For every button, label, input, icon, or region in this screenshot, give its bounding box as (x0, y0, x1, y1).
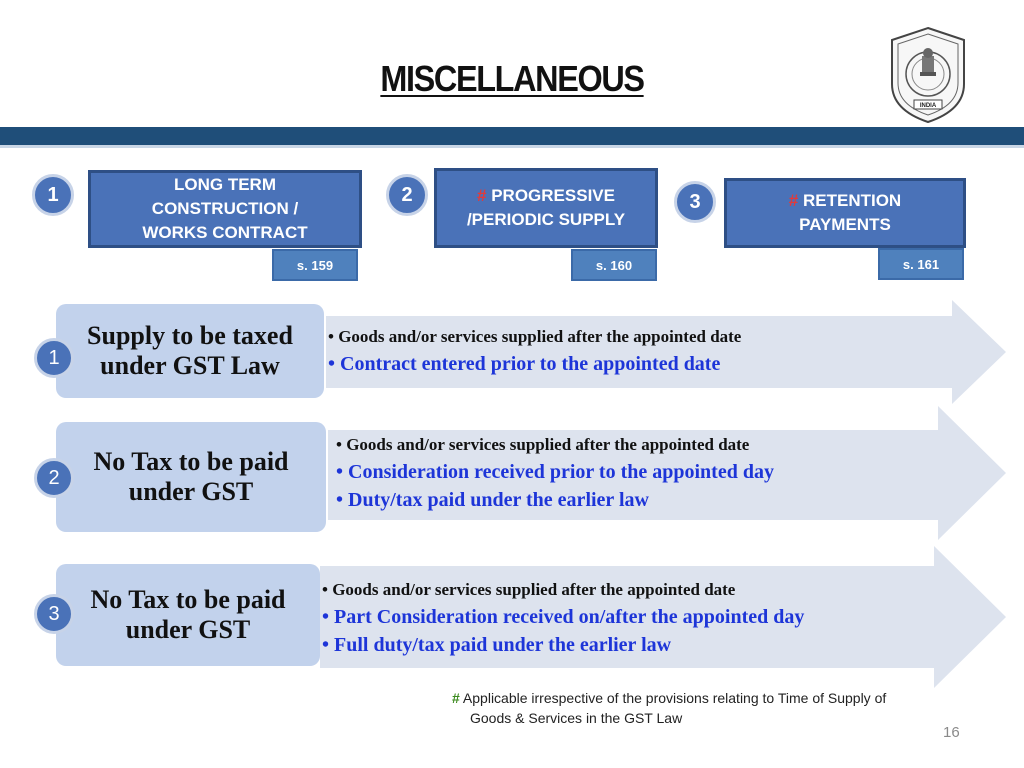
row-1-point-2: • Contract entered prior to the appointe… (328, 353, 721, 375)
category-2-section: s. 160 (571, 249, 657, 281)
row-3-point-1: • Goods and/or services supplied after t… (322, 580, 736, 599)
row-3-point-3: • Full duty/tax paid under the earlier l… (322, 634, 672, 656)
footnote-hash: # (452, 690, 460, 706)
category-3-line2: PAYMENTS (799, 215, 891, 234)
row-3-point-2: • Part Consideration received on/after t… (322, 606, 805, 628)
row-2-arrow: • Goods and/or services supplied after t… (328, 406, 1006, 540)
footnote: # Applicable irrespective of the provisi… (452, 688, 886, 728)
header-banner (0, 127, 1024, 145)
row-3-arrow: • Goods and/or services supplied after t… (320, 546, 1006, 688)
row-1-arrow: • Goods and/or services supplied after t… (326, 300, 1006, 404)
row-3-label: No Tax to be paid under GST (56, 564, 320, 666)
footnote-line2: Goods & Services in the GST Law (470, 710, 683, 726)
row-3-number: 3 (34, 594, 74, 634)
row-2-label: No Tax to be paid under GST (56, 422, 326, 532)
category-1-box: LONG TERM CONSTRUCTION / WORKS CONTRACT (88, 170, 362, 248)
category-2-line2: /PERIODIC SUPPLY (466, 210, 626, 229)
category-1-line3: WORKS CONTRACT (142, 223, 308, 242)
category-2-number: 2 (386, 174, 428, 216)
header-banner-line (0, 145, 1024, 148)
category-2-line1: PROGRESSIVE (491, 186, 615, 205)
category-1-section: s. 159 (272, 249, 358, 281)
emblem-text: INDIA (920, 103, 937, 109)
row-2-point-1: • Goods and/or services supplied after t… (336, 435, 750, 454)
footnote-line1: Applicable irrespective of the provision… (462, 690, 887, 706)
category-3-section: s. 161 (878, 248, 964, 280)
category-1-line2: CONSTRUCTION / (151, 199, 299, 218)
category-3-line1: RETENTION (802, 191, 902, 210)
row-2-point-2: • Consideration received prior to the ap… (336, 461, 774, 483)
row-2-point-3: • Duty/tax paid under the earlier law (336, 489, 649, 511)
category-2-hash: # (477, 186, 487, 205)
row-1-point-1: • Goods and/or services supplied after t… (328, 327, 742, 346)
category-2-box: # PROGRESSIVE /PERIODIC SUPPLY (434, 168, 658, 248)
category-3-hash: # (788, 191, 799, 210)
category-1-line1: LONG TERM (174, 175, 276, 194)
row-2-number: 2 (34, 458, 74, 498)
emblem-logo: INDIA (891, 26, 965, 124)
category-3-box: # RETENTION PAYMENTS (724, 178, 966, 248)
page-title: MISCELLANEOUS (380, 58, 645, 99)
row-1-number: 1 (34, 338, 74, 378)
category-1-number: 1 (32, 174, 74, 216)
category-3-number: 3 (674, 181, 716, 223)
row-1-label: Supply to be taxed under GST Law (56, 304, 324, 398)
page-number: 16 (943, 724, 960, 741)
